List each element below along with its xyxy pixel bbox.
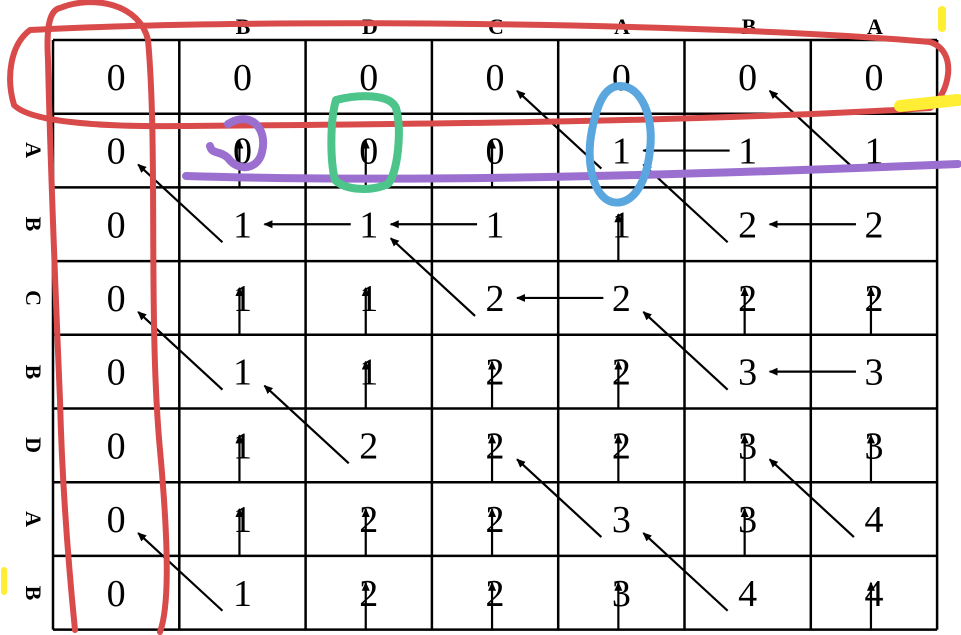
table-cell-value: 2 <box>612 425 631 467</box>
table-cell-value: 3 <box>612 573 631 615</box>
table-cell-value: 2 <box>359 499 378 541</box>
table-cell-value: 2 <box>864 278 883 320</box>
table-cell-value: 0 <box>359 57 378 99</box>
row-header: D <box>21 437 46 453</box>
table-cell-value: 4 <box>864 499 883 541</box>
row-header: B <box>21 217 46 232</box>
table-cell-value: 1 <box>233 425 252 467</box>
table-cell-value: 1 <box>233 352 252 394</box>
arrow-diag <box>263 384 350 465</box>
arrow-diag <box>768 90 855 170</box>
table-cell-value: 0 <box>107 425 126 467</box>
row-header: A <box>21 142 46 158</box>
table-cell-value: 1 <box>359 278 378 320</box>
column-header: A <box>867 14 883 39</box>
table-cell-value: 1 <box>738 131 757 173</box>
table-cell-value: 1 <box>359 352 378 394</box>
table-cell-value: 2 <box>359 573 378 615</box>
table-cell-value: 3 <box>738 425 757 467</box>
arrow-diag <box>390 237 476 317</box>
table-cell-value: 2 <box>864 204 883 246</box>
table-cell-value: 0 <box>612 57 631 99</box>
table-cell-value: 1 <box>864 131 883 173</box>
row-header: B <box>21 586 46 601</box>
table-cell-value: 4 <box>738 573 757 615</box>
table-cell-value: 0 <box>107 57 126 99</box>
column-header: D <box>362 14 378 39</box>
table-cell-value: 3 <box>738 352 757 394</box>
table-cell-value: 2 <box>486 278 505 320</box>
table-cell-value: 0 <box>107 499 126 541</box>
table-cell-value: 2 <box>486 573 505 615</box>
table-cell-value: 1 <box>612 204 631 246</box>
table-cell-value: 3 <box>864 352 883 394</box>
red-row-highlight <box>7 20 952 130</box>
table-cell-value: 2 <box>486 352 505 394</box>
yellow-mark-right <box>894 94 961 112</box>
column-header: B <box>742 14 757 39</box>
table-cell-value: 1 <box>233 278 252 320</box>
table-cell-value: 1 <box>233 573 252 615</box>
table-cell-value: 2 <box>612 352 631 394</box>
table-cell-value: 4 <box>864 573 883 615</box>
table-cell-value: 3 <box>864 425 883 467</box>
arrow-diag <box>642 311 729 391</box>
arrow-diag <box>516 458 603 538</box>
arrow-diag <box>768 458 855 538</box>
table-cell-value: 0 <box>107 204 126 246</box>
table-cell-value: 0 <box>233 57 252 99</box>
table-cell-value: 1 <box>233 499 252 541</box>
table-cell-value: 2 <box>359 425 378 467</box>
blue-circle <box>585 82 655 207</box>
table-cell-value: 3 <box>738 499 757 541</box>
arrow-diag <box>137 532 224 612</box>
table-cell-value: 1 <box>612 131 631 173</box>
green-circle <box>327 92 403 193</box>
row-header: C <box>21 290 46 306</box>
table-cell-value: 0 <box>107 278 126 320</box>
table-cell-value: 2 <box>486 425 505 467</box>
arrow-diag <box>642 532 729 612</box>
row-header: B <box>21 365 46 380</box>
table-cell-value: 0 <box>864 57 883 99</box>
table-cell-value: 0 <box>107 131 126 173</box>
table-cell-value: 2 <box>738 278 757 320</box>
table-cell-value: 2 <box>612 278 631 320</box>
table-cell-value: 0 <box>107 573 126 615</box>
table-cell-value: 1 <box>486 204 505 246</box>
table-cell-value: 0 <box>107 352 126 394</box>
table-cell-value: 0 <box>486 57 505 99</box>
red-column-highlight <box>44 0 170 635</box>
table-cell-value: 1 <box>359 204 378 246</box>
table-cell-value: 2 <box>738 204 757 246</box>
purple-row-underline <box>182 160 961 183</box>
table-cell-value: 1 <box>233 204 252 246</box>
purple-circle <box>206 115 268 171</box>
table-cell-value: 2 <box>486 499 505 541</box>
row-header: A <box>21 511 46 527</box>
table-cell-value: 0 <box>486 131 505 173</box>
table-cell-value: 0 <box>359 131 378 173</box>
table-cell-value: 0 <box>738 57 757 99</box>
table-cell-value: 3 <box>612 499 631 541</box>
